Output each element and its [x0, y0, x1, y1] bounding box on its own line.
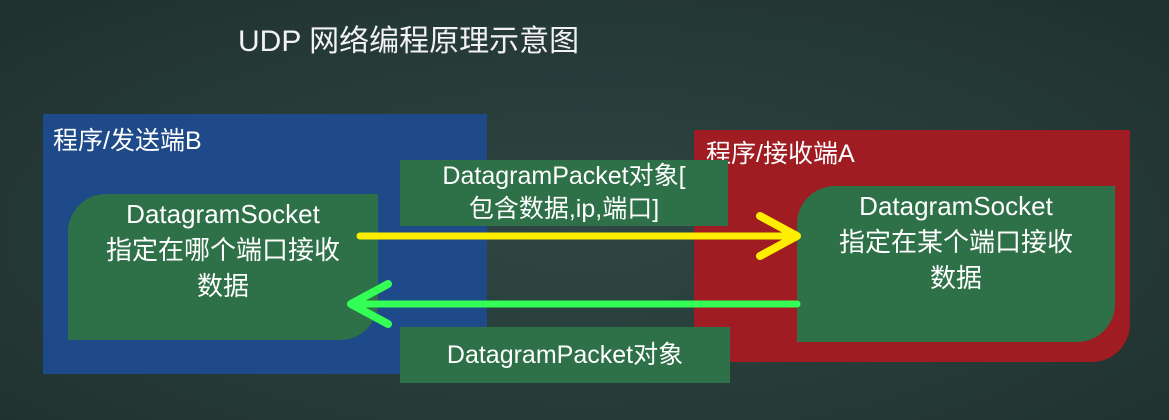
sender-socket-line-2: 指定在哪个端口接收 [105, 235, 340, 265]
packet-return-label: DatagramPacket对象 [446, 340, 684, 369]
packet-outbound-line-2: 包含数据,ip,端口] [468, 195, 660, 223]
packet-outbound-line-1: DatagramPacket对象[ [442, 162, 686, 190]
sender-socket-box: DatagramSocket 指定在哪个端口接收 数据 [68, 194, 378, 340]
packet-box-outbound: DatagramPacket对象[ 包含数据,ip,端口] [400, 160, 728, 226]
sender-socket-line-3: 数据 [196, 271, 249, 301]
sender-socket-line-1: DatagramSocket [126, 199, 320, 229]
receiver-socket-line-1: DatagramSocket [859, 191, 1053, 221]
receiver-socket-line-3: 数据 [929, 263, 982, 293]
receiver-socket-box: DatagramSocket 指定在某个端口接收 数据 [797, 186, 1115, 342]
receiver-socket-line-2: 指定在某个端口接收 [838, 227, 1073, 257]
diagram-title: UDP 网络编程原理示意图 [238, 25, 580, 58]
receiver-label: 程序/接收端A [706, 140, 855, 168]
sender-label: 程序/发送端B [53, 127, 202, 155]
packet-box-return: DatagramPacket对象 [400, 327, 730, 383]
